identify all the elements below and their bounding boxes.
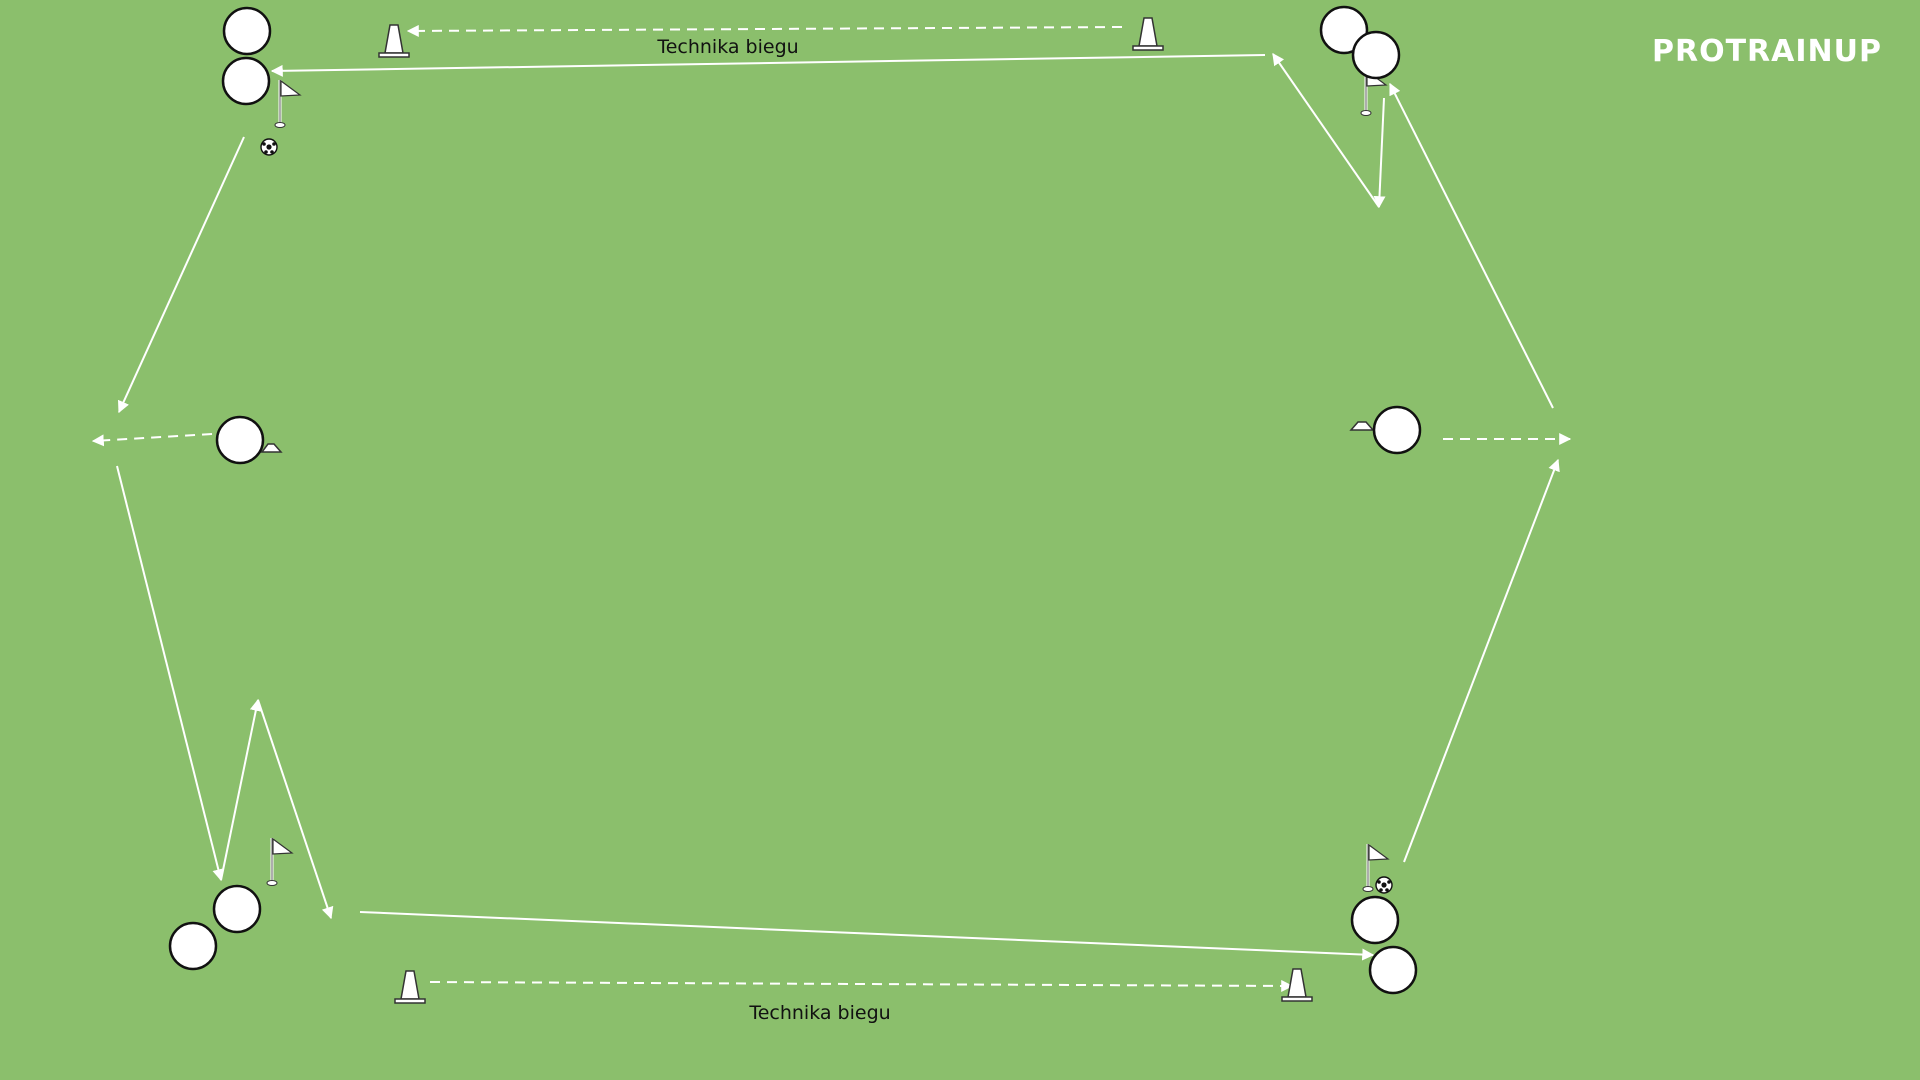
player-marker-icon	[1350, 895, 1400, 945]
player-marker-icon	[1368, 945, 1418, 995]
player-marker-icon	[212, 884, 262, 934]
run-bottom-long	[359, 911, 1375, 961]
player-marker-icon	[1351, 30, 1401, 80]
flat-marker-icon	[1349, 421, 1375, 431]
soccer-ball-icon	[260, 138, 278, 156]
station-label-top: Technika biegu	[656, 36, 798, 58]
run-zigzag-down	[257, 699, 334, 920]
run-right-upper	[1389, 82, 1554, 409]
player-marker-icon	[1372, 405, 1422, 455]
run-zigzag-up	[220, 698, 262, 881]
dashed-run-paths	[91, 24, 1572, 992]
player-marker-icon	[168, 921, 218, 971]
players	[168, 5, 1422, 995]
brand-logo: PROTRAINUP	[1652, 34, 1882, 69]
run-zigzag-right-down	[1373, 97, 1386, 209]
dashed-run-top	[406, 24, 1123, 37]
run-right-lower	[1403, 458, 1560, 863]
corner-flag-icon	[1362, 843, 1390, 892]
run-left-upper	[118, 136, 245, 414]
cone-icon	[1281, 968, 1313, 1002]
player-marker-icon	[222, 6, 272, 56]
flat-marker-icon	[260, 443, 283, 453]
dashed-run-bottom	[429, 979, 1294, 992]
dashed-run-left	[91, 433, 213, 447]
player-marker-icon	[1319, 5, 1369, 55]
run-left-lower	[116, 465, 225, 882]
soccer-ball-icon	[1375, 876, 1393, 894]
corner-flag-icon	[274, 79, 302, 128]
run-zigzag-right-up	[1272, 53, 1380, 208]
player-marker-icon	[221, 56, 271, 106]
run-top-long	[270, 54, 1266, 77]
cone-icon	[378, 24, 410, 58]
cone-icon	[394, 970, 426, 1004]
player-marker-icon	[215, 415, 265, 465]
solid-run-paths	[116, 53, 1560, 961]
corner-flag-icon	[266, 837, 294, 886]
cone-icon	[1132, 17, 1164, 51]
station-label-bottom: Technika biegu	[748, 1002, 890, 1024]
